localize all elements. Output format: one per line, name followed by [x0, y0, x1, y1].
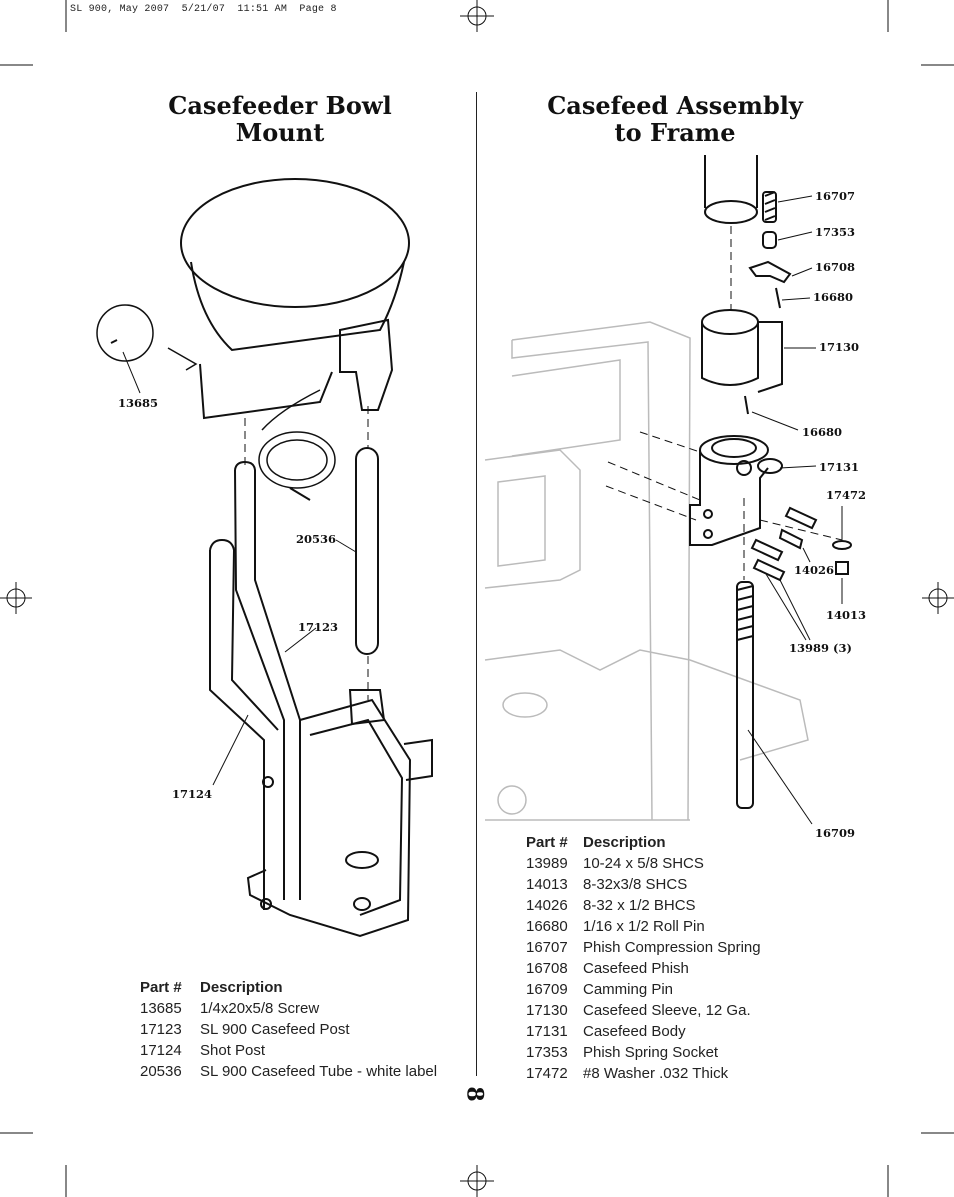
callout-17130: 17130: [819, 340, 860, 354]
table-row: 16709 Camming Pin: [526, 979, 846, 1000]
table-row: 17130 Casefeed Sleeve, 12 Ga.: [526, 1000, 846, 1021]
table-row: 17472 #8 Washer .032 Thick: [526, 1063, 846, 1084]
callout-16707: 16707: [815, 189, 856, 203]
part-description: Casefeed Sleeve, 12 Ga.: [583, 1002, 751, 1019]
callout-14013: 14013: [826, 608, 867, 622]
callout-20536: 20536: [296, 532, 337, 546]
part-number: 13989: [526, 855, 568, 872]
callout-17131: 17131: [819, 460, 860, 474]
table-row: 17123 SL 900 Casefeed Post: [140, 1019, 460, 1040]
part-number: 16708: [526, 960, 568, 977]
callout-17124: 17124: [172, 787, 213, 801]
parts-table-header: Part # Description: [140, 977, 460, 998]
part-number: 17130: [526, 1002, 568, 1019]
table-row: 16708 Casefeed Phish: [526, 958, 846, 979]
table-row: 20536 SL 900 Casefeed Tube - white label: [140, 1061, 460, 1082]
callout-16708: 16708: [815, 260, 856, 274]
part-description: #8 Washer .032 Thick: [583, 1065, 729, 1082]
part-number: 14013: [526, 876, 568, 893]
part-number: 16707: [526, 939, 568, 956]
callout-13685: 13685: [118, 396, 159, 410]
header-part: Part #: [526, 834, 568, 851]
callout-13989: 13989 (3): [789, 641, 852, 655]
column-divider: [476, 92, 477, 1076]
part-number: 17124: [140, 1042, 182, 1059]
part-description: 8-32 x 1/2 BHCS: [583, 897, 696, 914]
part-number: 20536: [140, 1063, 182, 1080]
part-description: 10-24 x 5/8 SHCS: [583, 855, 704, 872]
table-row: 16680 1/16 x 1/2 Roll Pin: [526, 916, 846, 937]
callout-17472: 17472: [826, 488, 867, 502]
right-title-line1: Casefeed Assembly: [547, 91, 803, 120]
printer-slug: SL 900, May 2007 5/21/07 11:51 AM Page 8: [70, 4, 337, 15]
left-parts-table: Part # Description 13685 1/4x20x5/8 Scre…: [140, 977, 460, 1082]
header-desc: Description: [200, 979, 283, 996]
right-parts-table: Part # Description 13989 10-24 x 5/8 SHC…: [526, 832, 846, 1084]
table-row: 16707 Phish Compression Spring: [526, 937, 846, 958]
part-number: 13685: [140, 1000, 182, 1017]
left-title: Casefeeder Bowl Mount: [168, 91, 392, 147]
table-row: 14026 8-32 x 1/2 BHCS: [526, 895, 846, 916]
part-description: Shot Post: [200, 1042, 266, 1059]
part-description: Casefeed Phish: [583, 960, 689, 977]
part-description: 8-32x3/8 SHCS: [583, 876, 688, 893]
part-number: 17472: [526, 1065, 568, 1082]
part-description: 1/4x20x5/8 Screw: [200, 1000, 320, 1017]
part-number: 16680: [526, 918, 568, 935]
part-description: Camming Pin: [583, 981, 674, 998]
part-number: 16709: [526, 981, 568, 998]
callout-16680-b: 16680: [802, 425, 843, 439]
callout-16680-a: 16680: [813, 290, 854, 304]
part-number: 14026: [526, 897, 568, 914]
table-row: 17353 Phish Spring Socket: [526, 1042, 846, 1063]
part-description: 1/16 x 1/2 Roll Pin: [583, 918, 705, 935]
part-description: Phish Compression Spring: [583, 939, 761, 956]
header-part: Part #: [140, 979, 182, 996]
callout-16709: 16709: [815, 826, 856, 840]
callout-17123: 17123: [298, 620, 339, 634]
table-row: 14013 8-32x3/8 SHCS: [526, 874, 846, 895]
table-row: 13989 10-24 x 5/8 SHCS: [526, 853, 846, 874]
part-number: 17123: [140, 1021, 182, 1038]
parts-table-header: Part # Description: [526, 832, 846, 853]
part-description: Phish Spring Socket: [583, 1044, 719, 1061]
part-description: SL 900 Casefeed Post: [200, 1021, 350, 1038]
part-number: 17131: [526, 1023, 568, 1040]
table-row: 17124 Shot Post: [140, 1040, 460, 1061]
part-description: SL 900 Casefeed Tube - white label: [200, 1063, 438, 1080]
part-number: 17353: [526, 1044, 568, 1061]
callout-17353: 17353: [815, 225, 856, 239]
right-title-line2: to Frame: [614, 118, 736, 147]
page-number: 8: [461, 1086, 488, 1102]
table-row: 13685 1/4x20x5/8 Screw: [140, 998, 460, 1019]
part-description: Casefeed Body: [583, 1023, 686, 1040]
table-row: 17131 Casefeed Body: [526, 1021, 846, 1042]
header-desc: Description: [583, 834, 666, 851]
callout-14026: 14026: [794, 563, 835, 577]
